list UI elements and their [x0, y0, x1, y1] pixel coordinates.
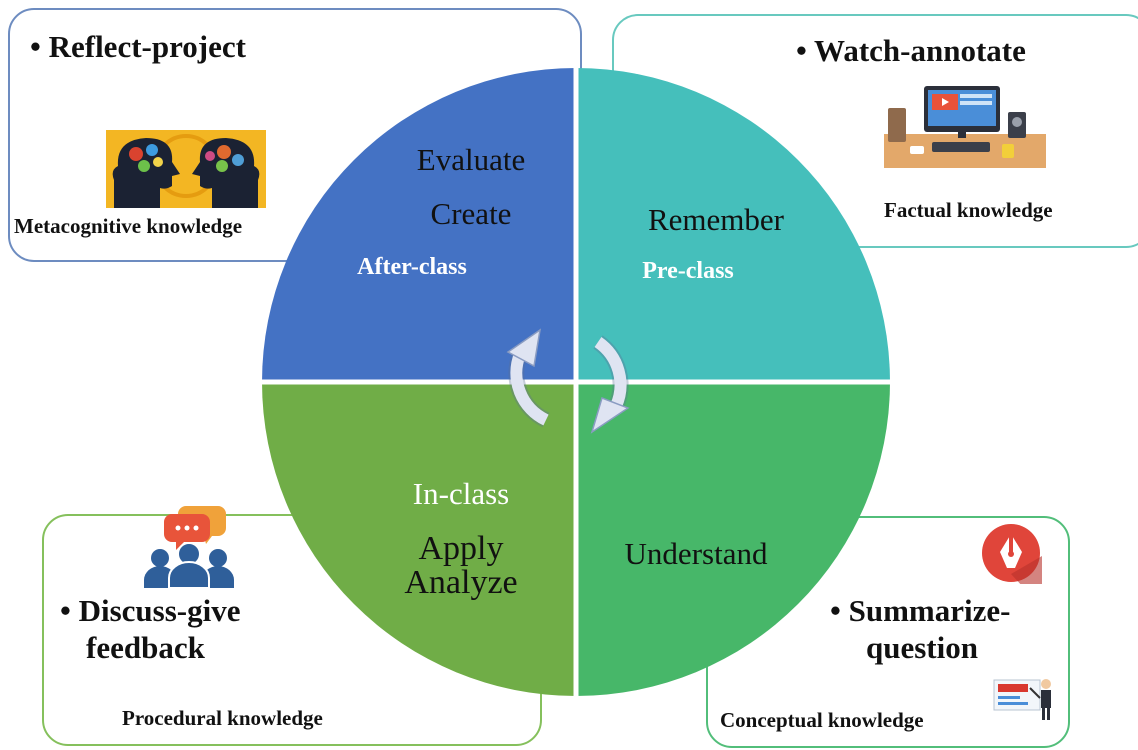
- phase-after-class: After-class: [357, 254, 467, 280]
- reflect-project-label: • Reflect-project: [30, 29, 246, 64]
- presentation-icon: [993, 679, 1051, 720]
- level-understand: Understand: [624, 536, 768, 571]
- two-heads-gears-icon: [106, 130, 266, 208]
- after-class-quadrant: [262, 68, 576, 382]
- pre-class-quadrant: [576, 68, 890, 382]
- computer-desk-icon: [884, 86, 1046, 168]
- summarize-line-1: • Summarize-: [830, 593, 1011, 628]
- level-remember: Remember: [647, 202, 784, 237]
- level-create: Create: [430, 196, 512, 231]
- discuss-line-2: feedback: [86, 630, 205, 665]
- understand-quadrant: [576, 382, 890, 696]
- phase-in-class: In-class: [412, 476, 510, 511]
- procedural-knowledge-label: Procedural knowledge: [122, 706, 323, 730]
- discussion-group-icon: [144, 506, 234, 588]
- pen-nib-icon: [982, 524, 1042, 584]
- level-apply: Apply: [418, 530, 504, 567]
- summarize-line-2: question: [866, 630, 978, 665]
- discuss-line-1: • Discuss-give: [60, 593, 241, 628]
- level-analyze: Analyze: [404, 564, 518, 601]
- watch-annotate-label: • Watch-annotate: [796, 33, 1026, 68]
- in-class-quadrant: [262, 382, 576, 696]
- factual-knowledge-label: Factual knowledge: [884, 198, 1053, 222]
- discuss-give-feedback-label: • Discuss-give feedback: [60, 592, 241, 666]
- summarize-question-label: • Summarize- question: [830, 592, 1010, 666]
- cycle-arrows-icon: [506, 328, 630, 434]
- phase-pre-class: Pre-class: [642, 258, 734, 284]
- conceptual-knowledge-label: Conceptual knowledge: [720, 708, 924, 732]
- metacognitive-knowledge-label: Metacognitive knowledge: [14, 214, 243, 238]
- level-evaluate: Evaluate: [416, 142, 526, 177]
